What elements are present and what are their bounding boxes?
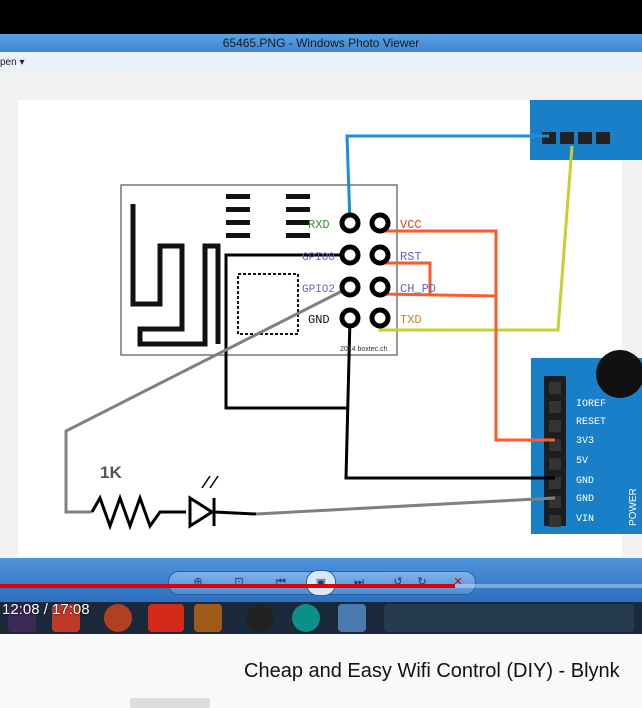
pin-label-rst: RST xyxy=(400,250,422,264)
taskbar-app-icon[interactable] xyxy=(104,604,132,632)
resistor-label: 1K xyxy=(100,463,122,482)
power-label: POWER xyxy=(628,488,639,526)
svg-text:GND: GND xyxy=(576,476,594,487)
svg-text:5V: 5V xyxy=(576,456,588,467)
rotate-ccw-icon[interactable]: ↺ xyxy=(393,576,403,588)
pin-label-vcc: VCC xyxy=(400,218,422,232)
svg-text:GND: GND xyxy=(576,494,594,505)
pin-label-rxd: RXD xyxy=(308,218,330,232)
taskbar-app-icon[interactable] xyxy=(148,604,184,632)
rst-wire xyxy=(380,261,432,296)
delete-icon[interactable]: ✕ xyxy=(453,576,463,588)
pin-label-gpio2: GPIO2 xyxy=(302,284,335,296)
slideshow-icon[interactable]: ▣ xyxy=(306,570,336,596)
vcc-wire xyxy=(380,229,555,442)
power-pin-labels: IOREF RESET 3V3 5V GND GND VIN xyxy=(576,399,606,525)
taskbar-app-icon[interactable] xyxy=(194,604,222,632)
video-time: 12:08 / 17:08 xyxy=(2,601,90,618)
pin-label-txd: TXD xyxy=(400,313,422,327)
svg-text:RESET: RESET xyxy=(576,417,606,428)
video-player[interactable]: 65465.PNG - Windows Photo Viewer pen ▾ xyxy=(0,0,642,634)
gpio0-gnd-wire xyxy=(224,253,350,410)
esp-chip xyxy=(237,273,299,335)
zoom-icon[interactable]: ⊕ xyxy=(193,576,203,588)
next-icon[interactable]: ⏭ xyxy=(354,576,364,588)
taskbar-app-icon[interactable] xyxy=(246,604,274,632)
video-title: Cheap and Easy Wifi Control (DIY) - Blyn… xyxy=(244,660,620,682)
wiring-diagram: RXD GPIO0 GPIO2 GND VCC RST CH_PD TXD 20… xyxy=(64,100,642,534)
antenna-trace xyxy=(130,204,221,347)
window-title: 65465.PNG - Windows Photo Viewer xyxy=(0,34,642,52)
esp-pins xyxy=(339,212,391,329)
pin-label-gpio0: GPIO0 xyxy=(302,252,335,264)
tx-wire xyxy=(378,145,574,332)
svg-text:IOREF: IOREF xyxy=(576,399,606,410)
resistor xyxy=(90,493,186,531)
svg-text:3V3: 3V3 xyxy=(576,436,594,447)
taskbar-running-apps xyxy=(384,604,634,632)
led-gnd-wire xyxy=(255,496,556,516)
board-credit: 2014 boxtec.ch xyxy=(340,346,388,353)
chpd-wire xyxy=(379,292,497,298)
next-element-partial xyxy=(130,698,210,708)
progress-fill xyxy=(0,584,455,588)
menu-bar: pen ▾ xyxy=(0,52,642,75)
gnd-wire xyxy=(344,317,555,480)
taskbar-app-icon[interactable] xyxy=(8,604,36,632)
board-components xyxy=(226,194,310,238)
arduino-top-header xyxy=(530,100,642,160)
rx-wire xyxy=(345,134,549,224)
pin-label-gnd: GND xyxy=(308,313,330,327)
led xyxy=(188,495,215,529)
taskbar-app-icon[interactable] xyxy=(292,604,320,632)
pin-label-chpd: CH_PD xyxy=(400,282,436,296)
menu-open[interactable]: pen ▾ xyxy=(0,57,25,68)
rotate-cw-icon[interactable]: ↻ xyxy=(417,576,427,588)
taskbar-app-icon[interactable] xyxy=(338,604,366,632)
previous-icon[interactable]: ⏮ xyxy=(276,576,286,588)
actual-size-icon[interactable]: ⊡ xyxy=(234,576,244,588)
gpio2-wire xyxy=(64,285,351,514)
svg-text:VIN: VIN xyxy=(576,514,594,525)
taskbar-app-icon[interactable] xyxy=(52,604,80,632)
